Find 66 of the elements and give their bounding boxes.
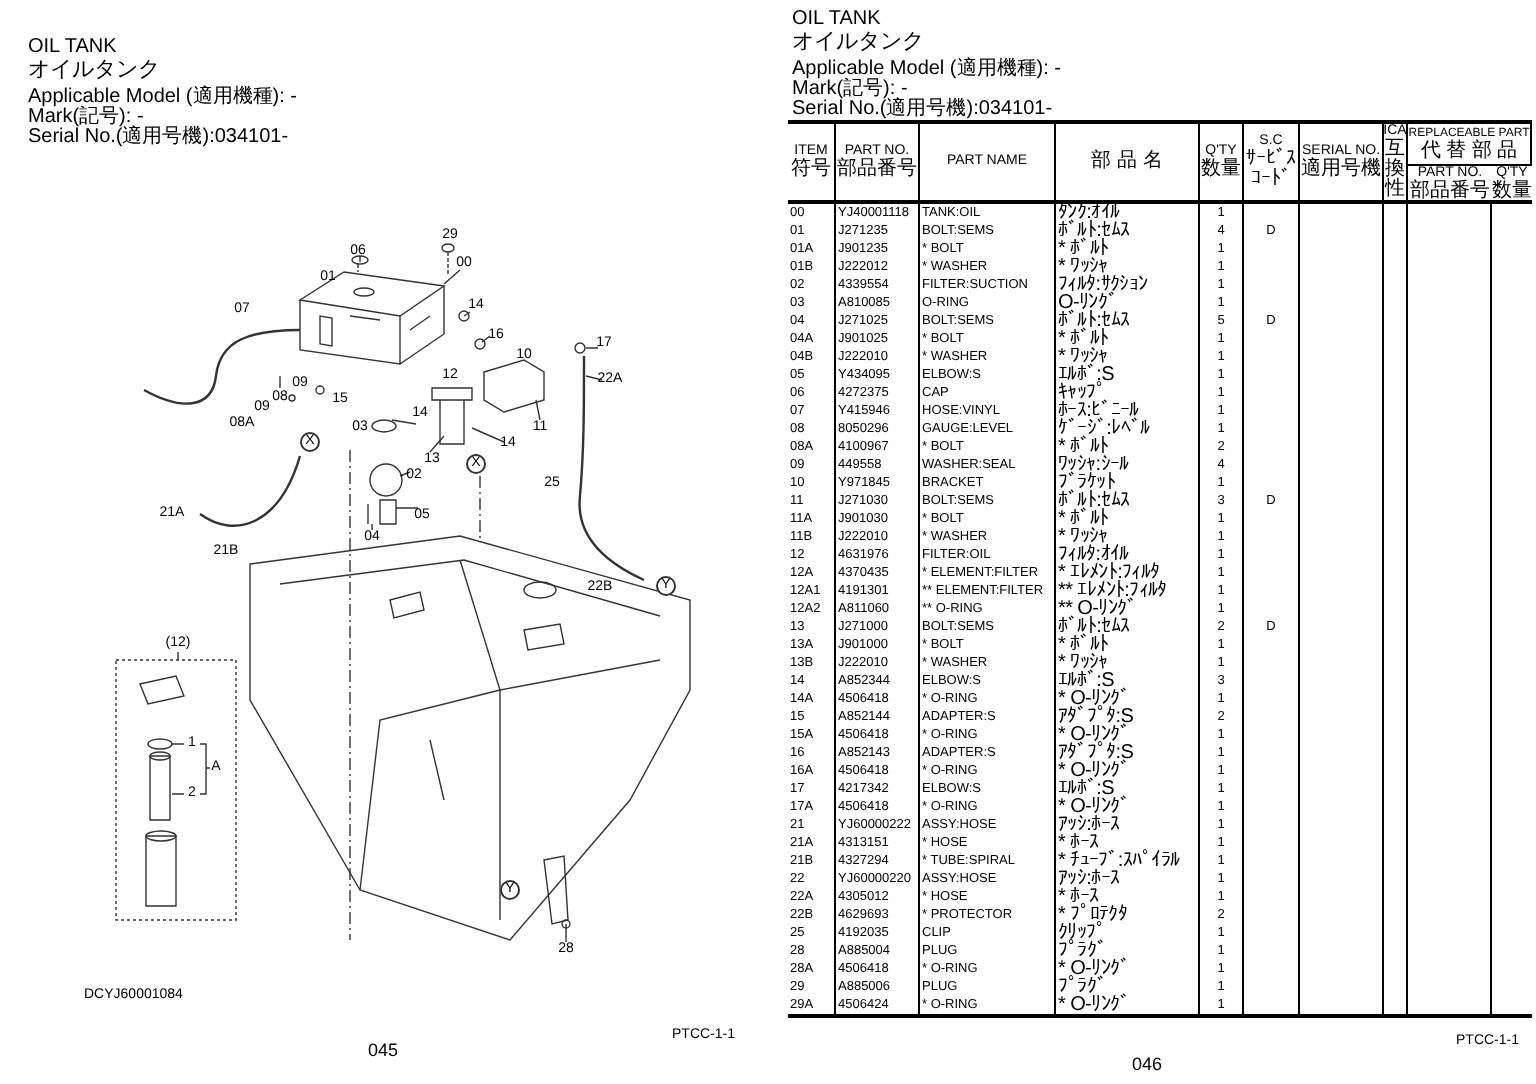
column-header: 部品番号 (1410, 181, 1490, 201)
japanese-part-name: ﾎﾞﾙﾄ:ｾﾑｽ (1058, 312, 1130, 330)
japanese-part-name: ｷｬｯﾌﾟ (1058, 384, 1106, 402)
japanese-part-name: ﾌﾞﾗｹｯﾄ (1058, 474, 1116, 492)
japanese-part-name: ｴﾙﾎﾞ:S (1058, 780, 1114, 798)
mark-note: Mark(記号): - (792, 80, 908, 100)
japanese-part-name: * ﾎﾞﾙﾄ (1058, 510, 1109, 528)
japanese-part-name: * O-ﾘﾝｸﾞ (1058, 996, 1130, 1014)
japanese-part-name: ﾌｨﾙﾀ:ｵｲﾙ (1058, 546, 1129, 564)
page-title: オイルタンク (28, 58, 160, 84)
column-header: 数量 (1492, 181, 1532, 201)
japanese-part-name: * ﾌﾟﾛﾃｸﾀ (1058, 906, 1128, 924)
model-note: Applicable Model (適用機種): - (28, 88, 297, 108)
page-title: OIL TANK (792, 8, 881, 30)
japanese-part-name: ﾎｰｽ:ﾋﾞﾆｰﾙ (1058, 402, 1139, 420)
serial-note: Serial No.(適用号機):034101- (792, 100, 1053, 120)
page-title: OIL TANK (28, 36, 117, 58)
serial-note: Serial No.(適用号機):034101- (28, 128, 289, 148)
japanese-part-name: * O-ﾘﾝｸﾞ (1058, 960, 1130, 978)
japanese-part-name: * ﾁｭｰﾌﾞ:ｽﾊﾟｲﾗﾙ (1058, 852, 1180, 870)
column-header: 符号 (791, 160, 831, 180)
japanese-part-name: ｴﾙﾎﾞ:S (1058, 672, 1114, 690)
japanese-part-name: ﾜｯｼｬ:ｼｰﾙ (1058, 456, 1129, 474)
japanese-part-name: ｴﾙﾎﾞ:S (1058, 366, 1114, 384)
japanese-part-name: ｹﾞｰｼﾞ:ﾚﾍﾞﾙ (1058, 420, 1150, 438)
japanese-part-name: * ﾎﾞﾙﾄ (1058, 330, 1109, 348)
japanese-part-name: * ﾎﾞﾙﾄ (1058, 636, 1109, 654)
japanese-part-name: ** O-ﾘﾝｸﾞ (1058, 600, 1137, 618)
japanese-part-name: O-ﾘﾝｸﾞ (1058, 294, 1118, 312)
japanese-part-name: ﾎﾞﾙﾄ:ｾﾑｽ (1058, 492, 1130, 510)
japanese-part-name: ﾌﾟﾗｸﾞ (1058, 978, 1107, 996)
column-header: 代 替 部 品 (1420, 141, 1518, 161)
japanese-part-name: * ｴﾚﾒﾝﾄ:ﾌｨﾙﾀ (1058, 564, 1160, 582)
column-header: 適用号機 (1301, 160, 1381, 180)
japanese-part-name: * ﾎｰｽ (1058, 888, 1099, 906)
japanese-part-name: ﾎﾞﾙﾄ:ｾﾑｽ (1058, 618, 1130, 636)
japanese-part-name: * O-ﾘﾝｸﾞ (1058, 690, 1130, 708)
japanese-part-name: ﾌｨﾙﾀ:ｻｸｼｮﾝ (1058, 276, 1148, 294)
japanese-part-name: * ﾎﾞﾙﾄ (1058, 438, 1109, 456)
page-number: 046 (1132, 1054, 1163, 1074)
japanese-part-name: * O-ﾘﾝｸﾞ (1058, 726, 1130, 744)
japanese-part-name: ** ｴﾚﾒﾝﾄ:ﾌｨﾙﾀ (1058, 582, 1167, 600)
japanese-part-name: ﾌﾟﾗｸﾞ (1058, 942, 1107, 960)
page-title: オイルタンク (792, 30, 924, 56)
japanese-part-name: ｱﾀﾞﾌﾟﾀ:S (1058, 708, 1134, 726)
japanese-part-name: ｸﾘｯﾌﾟ (1058, 924, 1106, 942)
mark-note: Mark(記号): - (28, 108, 144, 128)
page-number: 045 (368, 1040, 399, 1060)
japanese-part-name: * O-ﾘﾝｸﾞ (1058, 798, 1130, 816)
column-header: 数量 (1201, 160, 1241, 180)
japanese-part-name: ｱｯｼ:ﾎｰｽ (1058, 870, 1120, 888)
japanese-part-name: * O-ﾘﾝｸﾞ (1058, 762, 1130, 780)
japanese-part-name: ｱﾀﾞﾌﾟﾀ:S (1058, 744, 1134, 762)
japanese-part-name: * ﾜｯｼｬ (1058, 528, 1108, 546)
japanese-part-name: * ﾜｯｼｬ (1058, 348, 1108, 366)
column-header: 互換性 (1385, 140, 1405, 200)
japanese-part-name: * ﾎｰｽ (1058, 834, 1099, 852)
japanese-part-name: * ﾎﾞﾙﾄ (1058, 240, 1109, 258)
model-note: Applicable Model (適用機種): - (792, 60, 1061, 80)
japanese-part-name: ｱｯｼ:ﾎｰｽ (1058, 816, 1120, 834)
column-header: 部品番号 (837, 160, 917, 180)
japanese-part-name: * ﾜｯｼｬ (1058, 258, 1108, 276)
japanese-part-name: ﾎﾞﾙﾄ:ｾﾑｽ (1058, 222, 1130, 240)
japanese-part-name: * ﾜｯｼｬ (1058, 654, 1108, 672)
column-header: ｻｰﾋﾞｽｺｰﾄﾞ (1244, 150, 1298, 190)
column-header: 部 品 名 (1091, 152, 1163, 172)
